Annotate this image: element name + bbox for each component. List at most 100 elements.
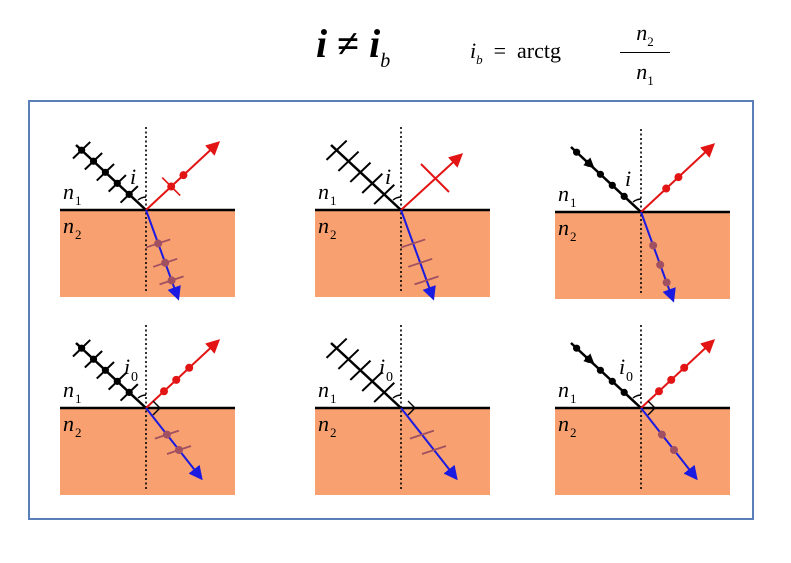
incident-parallel-mark bbox=[373, 382, 395, 403]
refracted-parallel-mark bbox=[421, 445, 447, 455]
angle-arc bbox=[632, 394, 642, 399]
refracted-parallel-mark bbox=[414, 275, 439, 286]
medium-label-n2: n bbox=[558, 215, 569, 240]
incident-perpendicular-dot bbox=[596, 366, 605, 374]
medium-label-n2-sub: 2 bbox=[75, 425, 82, 440]
incident-parallel-mark bbox=[337, 348, 360, 370]
incident-ray bbox=[330, 342, 402, 409]
incident-ray bbox=[75, 144, 147, 211]
reflected-perpendicular-dot bbox=[160, 387, 168, 396]
angle-arc bbox=[137, 196, 147, 201]
symbol-i: i bbox=[316, 21, 328, 66]
formula-equals: = bbox=[493, 38, 507, 63]
incident-parallel-mark bbox=[361, 370, 384, 392]
medium-label-n2: n bbox=[558, 411, 569, 436]
header: i ≠ ib ib = arctg n2 n1 bbox=[0, 0, 791, 100]
medium-label-n2-sub: 2 bbox=[570, 229, 577, 244]
reflected-perpendicular-dot bbox=[185, 363, 194, 372]
refracted-perpendicular-dot bbox=[154, 239, 163, 248]
fraction-numerator: n2 bbox=[618, 18, 672, 49]
angle-label-i0-sub: 0 bbox=[386, 370, 393, 385]
medium-label-n2-sub: 2 bbox=[330, 425, 337, 440]
medium-label-n1-sub: 1 bbox=[330, 193, 337, 208]
refracted-ray bbox=[145, 407, 203, 481]
fraction-bar bbox=[620, 52, 670, 53]
refracted-perpendicular-dot bbox=[657, 430, 666, 439]
symbol-ib: i bbox=[369, 21, 381, 66]
reflected-perpendicular-dot bbox=[179, 171, 188, 180]
incident-perpendicular-dot bbox=[113, 377, 121, 385]
denominator-sub: 1 bbox=[647, 73, 654, 88]
diagram-frame bbox=[28, 100, 754, 520]
reflected-ray bbox=[640, 339, 716, 409]
incident-parallel-mark bbox=[373, 184, 395, 205]
symbol-ib-sub: b bbox=[380, 50, 391, 72]
medium2-region bbox=[60, 408, 235, 495]
incident-perpendicular-dot bbox=[101, 168, 109, 176]
medium-label-n2-sub: 2 bbox=[75, 227, 82, 242]
incident-perpendicular-dot bbox=[78, 344, 86, 352]
right-angle-icon bbox=[407, 400, 416, 416]
refracted-perpendicular-dot bbox=[662, 278, 671, 287]
reflected-parallel-mark bbox=[420, 163, 450, 193]
angle-arc bbox=[392, 196, 402, 201]
medium-label-n2: n bbox=[318, 411, 329, 436]
medium-label-n2: n bbox=[318, 213, 329, 238]
numerator-n: n bbox=[636, 20, 648, 45]
incident-ray bbox=[330, 144, 402, 211]
refracted-parallel-mark bbox=[407, 257, 433, 268]
incident-parallel-mark bbox=[325, 139, 348, 161]
medium2-region bbox=[555, 212, 730, 299]
refracted-perpendicular-dot bbox=[162, 430, 171, 439]
right-angle-icon bbox=[152, 400, 161, 416]
incident-perpendicular-dot bbox=[113, 179, 121, 187]
medium-label-n2-sub: 2 bbox=[330, 227, 337, 242]
incident-perpendicular-dot bbox=[89, 355, 98, 363]
medium2-region bbox=[60, 210, 235, 297]
reflected-ray bbox=[145, 339, 221, 409]
refracted-ray bbox=[400, 407, 458, 481]
refracted-parallel-mark bbox=[400, 238, 426, 249]
angle-label-i: i bbox=[130, 164, 136, 189]
angle-label-i0: i bbox=[619, 354, 625, 379]
incident-parallel-mark bbox=[349, 161, 372, 183]
medium2-region bbox=[555, 408, 730, 495]
incident-perpendicular-dot bbox=[584, 159, 593, 167]
angle-arc bbox=[632, 198, 642, 203]
reflected-perpendicular-dot bbox=[655, 387, 663, 396]
denominator-n: n bbox=[636, 59, 648, 84]
reflected-ray bbox=[400, 153, 464, 211]
refracted-perpendicular-dot bbox=[167, 276, 176, 285]
refracted-perpendicular-dot bbox=[656, 260, 665, 269]
medium-label-n1-sub: 1 bbox=[570, 391, 577, 406]
reflected-perpendicular-dot bbox=[680, 363, 689, 372]
incident-parallel-mark bbox=[361, 172, 384, 194]
medium-label-n1: n bbox=[63, 377, 74, 402]
neq-symbol: ≠ bbox=[337, 21, 360, 66]
formula-i: i bbox=[470, 38, 477, 63]
medium-label-n1-sub: 1 bbox=[75, 193, 82, 208]
incident-parallel-mark bbox=[325, 337, 348, 359]
incident-perpendicular-dot bbox=[608, 181, 616, 189]
medium-label-n1-sub: 1 bbox=[75, 391, 82, 406]
reflected-perpendicular-dot bbox=[674, 173, 683, 182]
incident-perpendicular-dot bbox=[78, 146, 86, 154]
formula-func: arctg bbox=[517, 38, 562, 63]
medium-label-n1: n bbox=[63, 179, 74, 204]
fraction-denominator: n1 bbox=[618, 57, 672, 88]
angle-label-i0-sub: 0 bbox=[626, 370, 633, 385]
incident-perpendicular-dot bbox=[608, 377, 616, 385]
incident-perpendicular-dot bbox=[125, 388, 133, 396]
angle-arc bbox=[137, 394, 147, 399]
incident-perpendicular-dot bbox=[584, 355, 593, 363]
medium2-region bbox=[315, 408, 490, 495]
medium-label-n1: n bbox=[558, 181, 569, 206]
incident-parallel-mark bbox=[349, 359, 372, 381]
refracted-parallel-mark bbox=[409, 429, 435, 440]
